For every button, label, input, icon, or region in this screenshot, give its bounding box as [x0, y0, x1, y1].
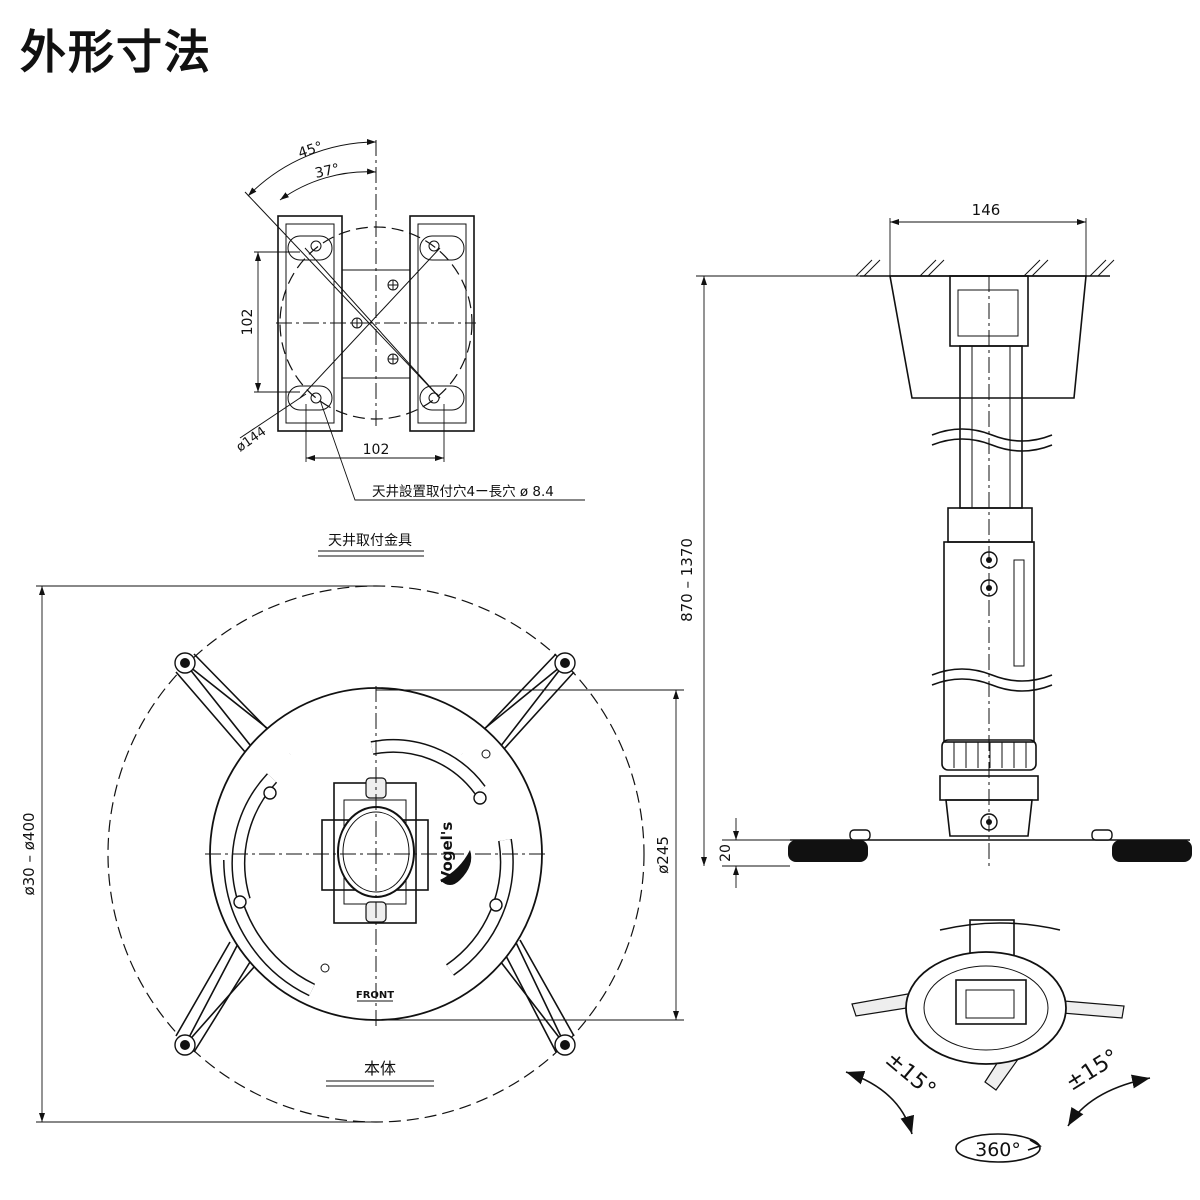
angle-37-label: 37°: [314, 161, 342, 182]
dim-102-horizontal-label: 102: [363, 442, 390, 458]
page-title: 外形寸法: [20, 25, 212, 79]
main-body-view: [36, 585, 684, 1123]
tilt-left-label: ±15°: [880, 1047, 940, 1103]
dim-20-label: 20: [718, 844, 734, 862]
front-label: FRONT: [356, 990, 394, 1001]
dim-245-label: ø245: [654, 836, 672, 874]
ceiling-bracket-caption: 天井取付金具: [328, 533, 412, 549]
rotate-360-label: 360°: [975, 1139, 1021, 1161]
dim-102-vertical-label: 102: [240, 309, 256, 336]
dim-outer-label: ø30 – ø400: [20, 812, 38, 895]
dim-146-label: 146: [972, 201, 1001, 219]
angle-45-label: 45°: [296, 139, 325, 162]
side-elevation-view: [696, 218, 1192, 888]
dim-144-label: ø144: [234, 424, 269, 455]
brand-logo-text: Vogel's: [438, 822, 456, 883]
hole-note-label: 天井設置取付穴4ー長穴 ø 8.4: [372, 484, 554, 500]
main-body-caption: 本体: [364, 1059, 396, 1078]
rotation-perspective-view: [845, 919, 1151, 1163]
dim-height-label: 870 – 1370: [678, 538, 696, 622]
ceiling-bracket-view: [239, 139, 585, 501]
